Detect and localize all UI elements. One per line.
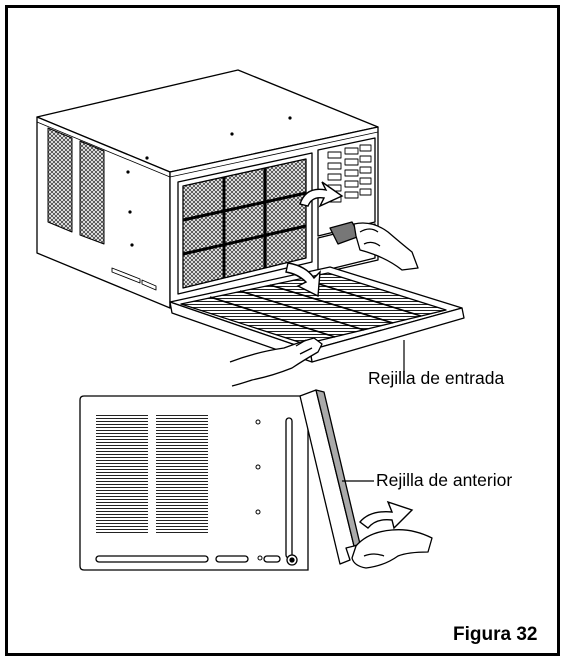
louver-grid-left	[96, 414, 148, 534]
rotate-arrow-icon	[299, 181, 344, 208]
front-grille	[299, 389, 361, 565]
louver-grid-right	[156, 414, 208, 534]
inlet-grille-tray	[169, 266, 465, 363]
label-front-grille: Rejilla de anterior	[376, 470, 513, 490]
air-conditioner-unit	[36, 69, 379, 309]
hand-holding-tray	[229, 337, 323, 387]
hand-screwdriver	[329, 221, 419, 271]
hand-holding-grille	[351, 529, 433, 569]
side-vents	[47, 127, 105, 245]
down-arrow-icon	[285, 262, 321, 298]
front-panel	[79, 395, 309, 571]
label-inlet-grille: Rejilla de entrada	[368, 368, 505, 388]
curved-arrow-icon	[358, 500, 414, 530]
figure-caption: Figura 32	[453, 624, 538, 645]
